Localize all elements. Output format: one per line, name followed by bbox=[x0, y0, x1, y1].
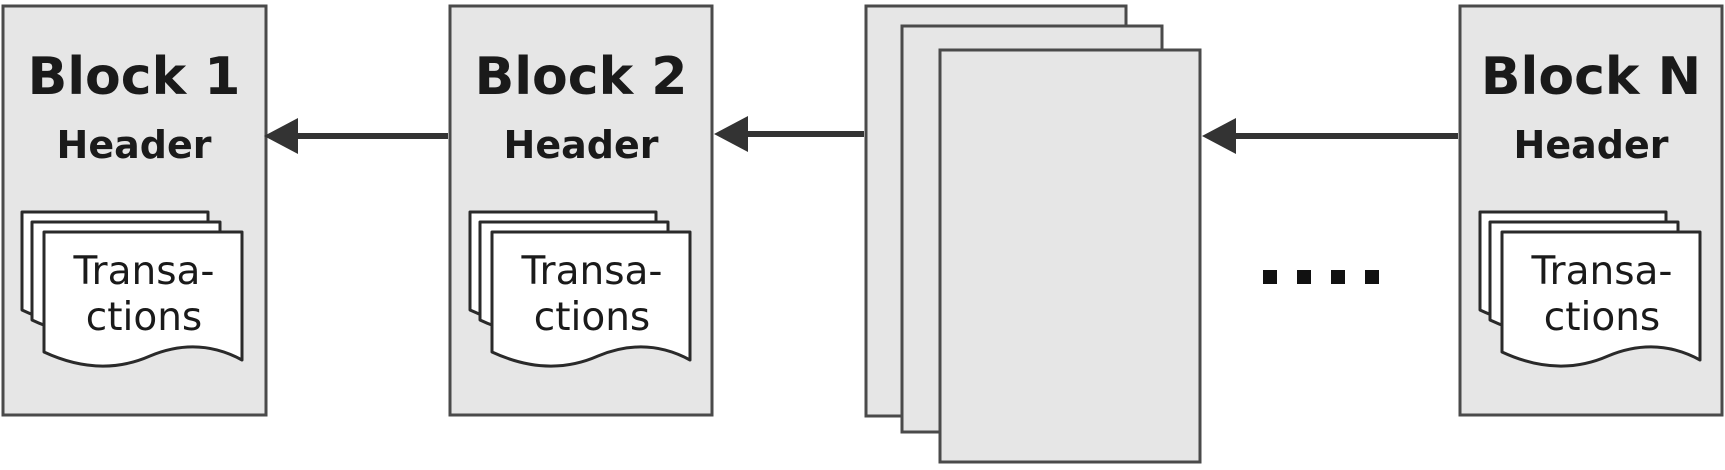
arrow-stack-to-block2 bbox=[714, 116, 864, 152]
block-2-title: Block 2 bbox=[475, 47, 688, 107]
block-n-transactions-line2: ctions bbox=[1544, 295, 1660, 340]
block-1-transactions-icon: Transa- ctions bbox=[20, 210, 244, 368]
block-2-transactions-line1: Transa- bbox=[520, 249, 662, 294]
block-2: Block 2 Header Transa- ctions bbox=[448, 4, 714, 417]
block-n-transactions-icon: Transa- ctions bbox=[1478, 210, 1702, 368]
block-2-transactions-line2: ctions bbox=[534, 295, 650, 340]
intermediate-blocks-stack bbox=[864, 4, 1202, 464]
block-n-title: Block N bbox=[1481, 47, 1701, 107]
block-2-header-label: Header bbox=[504, 123, 659, 167]
block-1-header-label: Header bbox=[57, 123, 212, 167]
arrow-block2-to-block1 bbox=[264, 118, 448, 154]
ellipsis bbox=[1263, 270, 1379, 284]
block-1-transactions-line1: Transa- bbox=[72, 249, 214, 294]
arrow-blockN-to-stack bbox=[1202, 118, 1458, 154]
block-1: Block 1 Header Transa- ctions bbox=[1, 4, 268, 417]
block-1-title: Block 1 bbox=[28, 47, 241, 107]
block-n: Block N Header Transa- ctions bbox=[1458, 4, 1724, 417]
block-n-transactions-line1: Transa- bbox=[1530, 249, 1672, 294]
block-2-transactions-icon: Transa- ctions bbox=[468, 210, 692, 368]
stacked-block-front bbox=[938, 48, 1202, 464]
block-1-transactions-line2: ctions bbox=[86, 295, 202, 340]
block-n-header-label: Header bbox=[1514, 123, 1669, 167]
